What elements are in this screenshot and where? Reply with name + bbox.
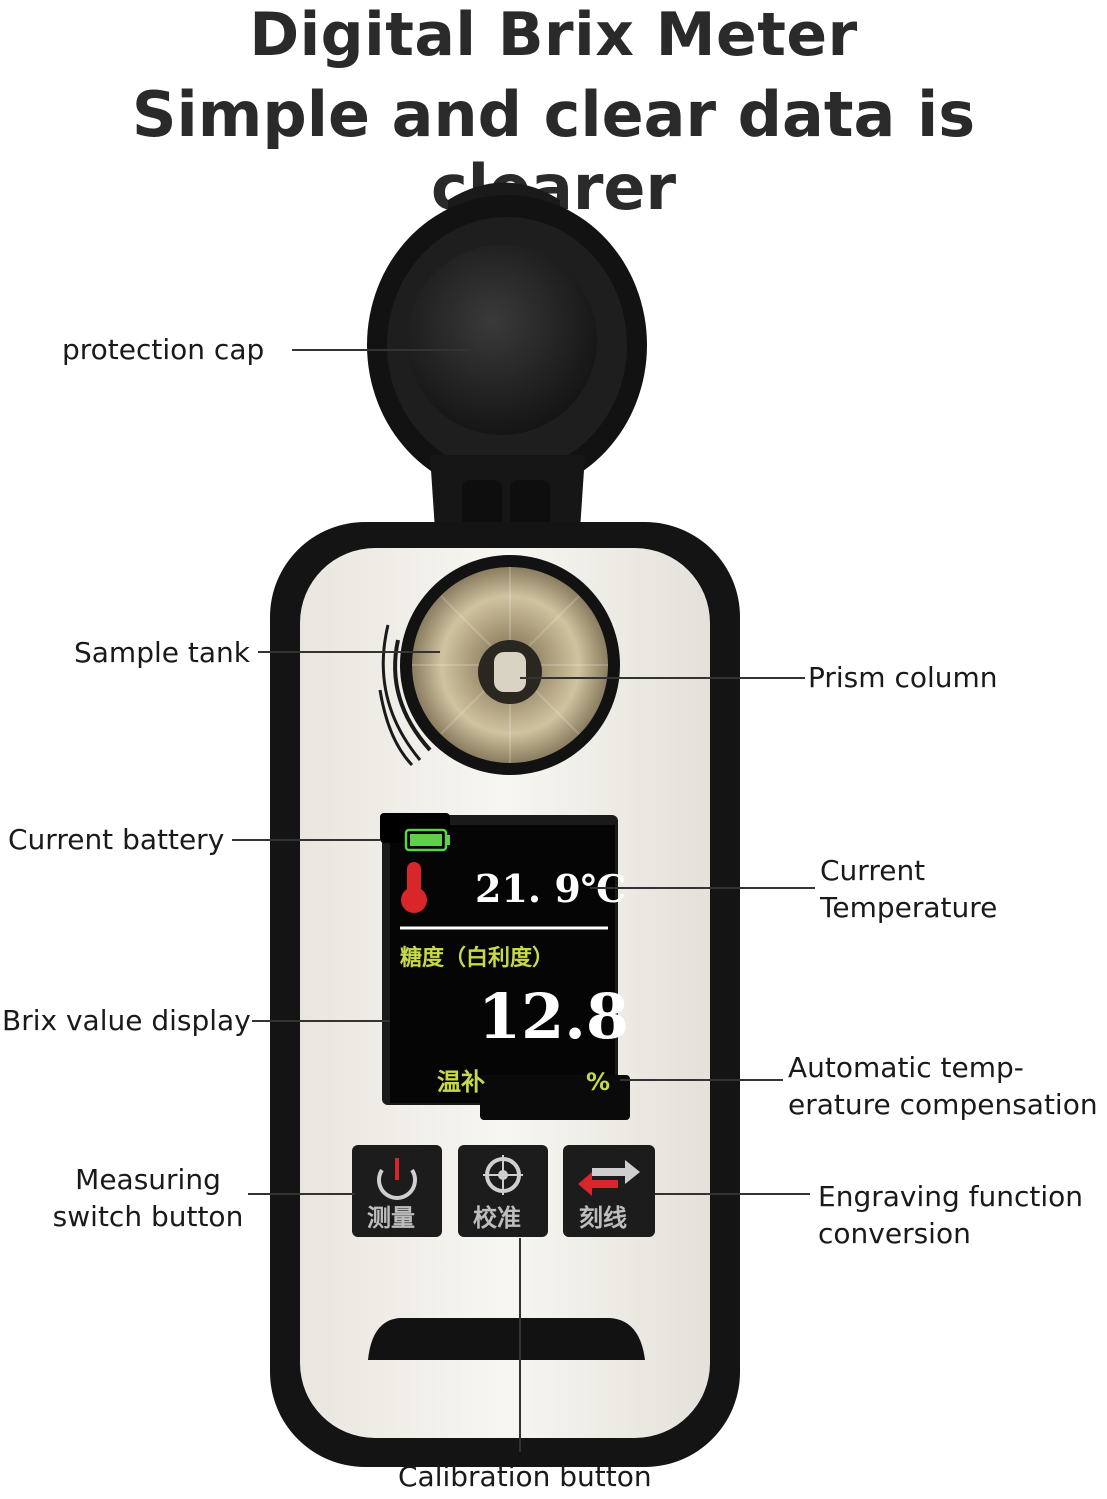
battery-icon xyxy=(404,828,450,852)
label-calibration-button: Calibration button xyxy=(398,1460,652,1493)
scale-button[interactable]: 刻线 xyxy=(563,1145,655,1237)
measure-button[interactable]: 测量 xyxy=(352,1145,442,1237)
protection-cap[interactable] xyxy=(367,182,647,536)
heading-line-1: Digital Brix Meter xyxy=(249,0,858,70)
lcd-screen: 21. 9℃ 糖度（白利度） 12.8 温补 % xyxy=(380,813,630,1120)
prism-column xyxy=(478,640,542,704)
label-measuring-switch-button: Measuring switch button xyxy=(52,1163,244,1233)
calibrate-button-label: 校准 xyxy=(473,1204,521,1232)
screen-mode-label: 糖度（白利度） xyxy=(400,945,554,971)
label-protection-cap: protection cap xyxy=(62,333,265,366)
label-sample-tank: Sample tank xyxy=(74,636,250,669)
screen-brix-value: 12.8 xyxy=(478,980,629,1053)
power-icon xyxy=(377,1158,417,1200)
thermometer-icon xyxy=(401,862,427,913)
calibrate-button[interactable]: 校准 xyxy=(458,1145,548,1237)
scale-button-label: 刻线 xyxy=(579,1204,627,1232)
measure-button-label: 测量 xyxy=(367,1204,415,1232)
label-engraving-function-conversion: Engraving function conversion xyxy=(818,1180,1084,1250)
label-current-temperature: Current Temperature xyxy=(820,854,998,924)
label-prism-column: Prism column xyxy=(808,661,998,694)
label-auto-temp-compensation: Automatic temp-erature compensation xyxy=(788,1051,1098,1121)
target-icon xyxy=(483,1155,523,1195)
leader-lines xyxy=(232,349,815,1452)
screen-atc-label: 温补 xyxy=(437,1068,485,1096)
label-current-battery: Current battery xyxy=(8,823,225,856)
heading-line-2: Simple and clear data is clearer xyxy=(131,78,976,224)
swap-arrows-icon xyxy=(578,1160,640,1196)
screen-unit: % xyxy=(586,1068,610,1096)
label-brix-value-display: Brix value display xyxy=(2,1004,251,1037)
